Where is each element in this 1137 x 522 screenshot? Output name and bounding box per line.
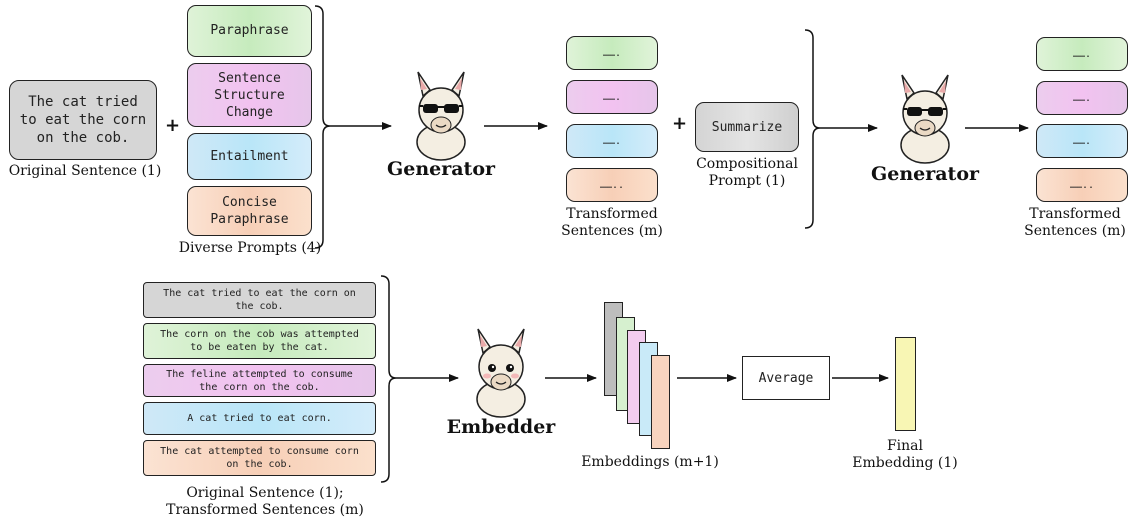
final-embedding-vector [895, 337, 916, 431]
prompt-structure-change: Sentence Structure Change [187, 63, 312, 127]
embedder-label: Embedder [446, 416, 556, 438]
generator-label-2: Generator [871, 163, 979, 185]
transformed-2-item: ……. [1036, 37, 1128, 71]
sentence-list-item: The corn on the cob was attempted to be … [143, 323, 376, 359]
sentence-list-caption: Original Sentence (1); Transformed Sente… [166, 485, 364, 518]
llama-icon [476, 328, 526, 418]
transformed-2-item: …….. [1036, 168, 1128, 202]
transformed-1-item: …….. [566, 168, 658, 202]
prompt-entailment: Entailment [187, 133, 312, 180]
transformed-2-item: ……. [1036, 81, 1128, 115]
llama-icon [900, 74, 950, 164]
transformed-1-item: ……. [566, 124, 658, 158]
transformed-1-item: ……. [566, 36, 658, 70]
compositional-caption: Compositional Prompt (1) [696, 156, 798, 189]
compositional-brace [804, 29, 821, 229]
plus-sign-2: + [672, 113, 688, 134]
transformed-2-item: ……. [1036, 124, 1128, 158]
original-sentence-box: The cat tried to eat the corn on the cob… [9, 80, 157, 160]
embedding-vector [651, 355, 670, 449]
prompt-paraphrase: Paraphrase [187, 5, 312, 57]
generator-label-1: Generator [387, 158, 495, 180]
transformed-1-item: ……. [566, 80, 658, 114]
transformed-2-caption: Transformed Sentences (m) [1024, 206, 1126, 239]
plus-sign-1: + [165, 115, 181, 136]
sentence-list-item: The feline attempted to consume the corn… [143, 364, 376, 397]
summarize-prompt-box: Summarize [695, 102, 799, 152]
llama-icon [416, 71, 466, 161]
transformed-1-caption: Transformed Sentences (m) [561, 206, 663, 239]
prompts-caption: Diverse Prompts (4) [178, 240, 322, 256]
sentence-list-item: The cat tried to eat the corn on the cob… [143, 282, 376, 318]
prompts-brace [314, 5, 331, 249]
sentence-list-item: A cat tried to eat corn. [143, 402, 376, 435]
original-sentence-caption: Original Sentence (1) [8, 163, 162, 179]
sentence-list-item: The cat attempted to consume corn on the… [143, 440, 376, 476]
sentences-brace [380, 275, 397, 483]
average-box: Average [742, 356, 830, 400]
final-embedding-caption: Final Embedding (1) [852, 438, 958, 471]
prompt-concise-paraphrase: Concise Paraphrase [187, 186, 312, 236]
embeddings-caption: Embeddings (m+1) [581, 454, 719, 470]
